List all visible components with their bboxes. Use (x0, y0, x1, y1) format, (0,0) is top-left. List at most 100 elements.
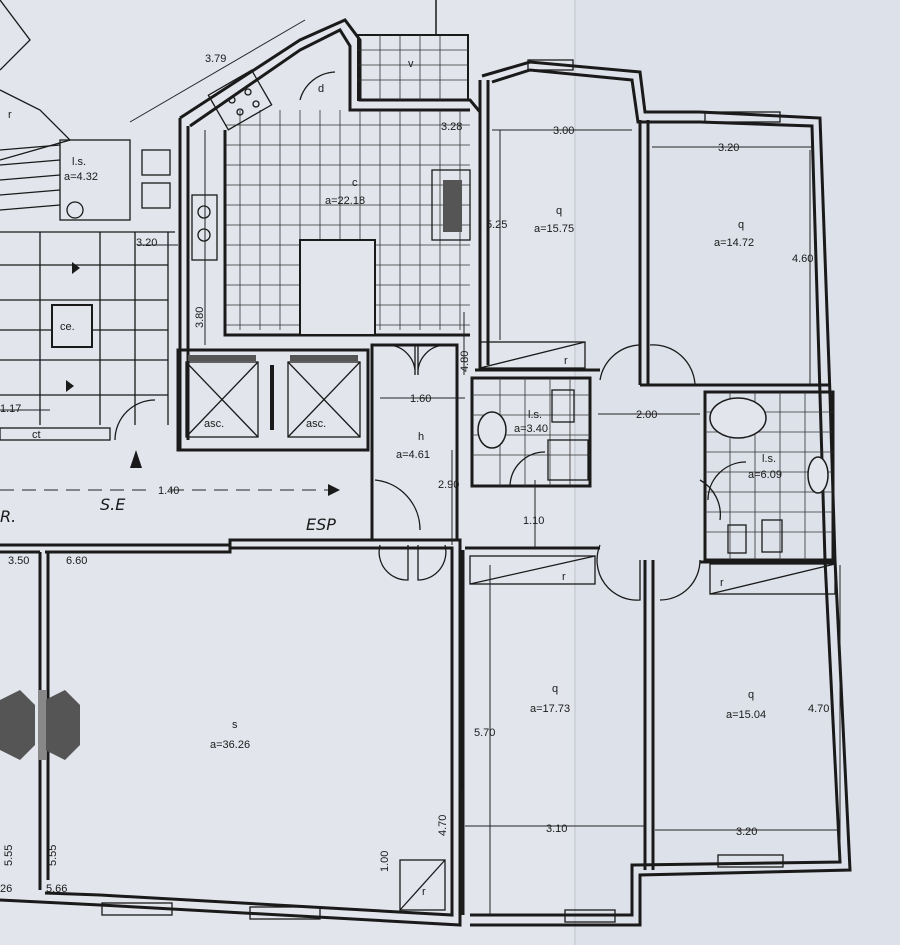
window (564, 909, 616, 923)
bed3-area: a=17.73 (530, 703, 570, 715)
elevator1-code: asc. (204, 418, 224, 430)
bidet-icon (727, 524, 747, 554)
burner-icon (236, 108, 244, 116)
door-arc (649, 344, 696, 386)
door-arc (699, 479, 721, 521)
bath2-area: a=6.09 (748, 469, 782, 481)
dim-470-right: 4.70 (808, 703, 829, 715)
interior-walls: r (101, 59, 836, 923)
stair-area: r l.s. a=4.32 (0, 0, 171, 221)
dim-160: 1.60 (410, 393, 431, 405)
toilet-icon (761, 519, 783, 553)
bath-small-code: l.s. (72, 156, 86, 168)
dim-300: 3.00 (553, 125, 574, 137)
dim-470-left: 4.70 (437, 815, 449, 836)
sink-basin-icon (197, 228, 211, 242)
dim-100: 1.00 (379, 851, 391, 872)
boiler-icon (443, 180, 462, 232)
hall-area: a=4.61 (396, 449, 430, 461)
wardrobe1-code: r (564, 355, 568, 367)
wardrobe (709, 563, 836, 595)
bed1-code: q (556, 205, 562, 217)
stairwell-grid: ce. ct (0, 231, 175, 441)
shower-icon (547, 439, 589, 481)
arrow-icon (72, 262, 80, 274)
ct-code: ct (32, 429, 41, 441)
dim-460: 4.60 (792, 253, 813, 265)
pantry-label: d (318, 83, 324, 95)
bath2-code: l.s. (762, 453, 776, 465)
bathtub-icon (709, 397, 767, 439)
dim-140: 1.40 (158, 485, 179, 497)
arrow-icon (130, 450, 142, 468)
bed4-code: q (748, 689, 754, 701)
door-arc (387, 344, 416, 376)
elevators: asc. asc. (176, 348, 370, 452)
wardrobe (469, 555, 596, 585)
toilet-icon (66, 201, 84, 219)
dim-350: 3.50 (8, 555, 29, 567)
dimension-lines (0, 19, 841, 915)
boiler (431, 169, 471, 241)
bath1-code: l.s. (528, 409, 542, 421)
arrow-icon (328, 484, 340, 496)
bed1-area: a=15.75 (534, 223, 574, 235)
door-arc (659, 559, 701, 601)
entry-door-arc (374, 479, 421, 531)
door-arc (417, 344, 446, 376)
kitchen-area: a=22.18 (325, 195, 365, 207)
closet (399, 859, 446, 911)
bath2: l.s. a=6.09 (703, 390, 835, 562)
esp-annotation: ESP (306, 515, 336, 534)
stair-code: r (8, 109, 12, 121)
dim-555-a: 5.55 (3, 845, 15, 866)
dim-26: 26 (0, 883, 12, 895)
dim-555-b: 5.55 (47, 845, 59, 866)
burner-icon (252, 100, 260, 108)
dim-310: 3.10 (546, 823, 567, 835)
sink-icon (477, 411, 507, 449)
living-code: s (232, 719, 238, 731)
burner-icon (228, 96, 236, 104)
dim-525: 5.25 (486, 219, 507, 231)
toilet-icon (551, 389, 575, 423)
bidet-icon (141, 149, 171, 176)
bed4-area: a=15.04 (726, 709, 766, 721)
chimney: v (357, 0, 469, 101)
dim-660: 6.60 (66, 555, 87, 567)
kitchen-island (299, 239, 376, 336)
living-room: s a=36.26 (0, 690, 250, 760)
bath1: l.s. a=3.40 (470, 376, 592, 488)
wardrobe3-code: r (720, 577, 724, 589)
window (704, 111, 781, 123)
bed2-code: q (738, 219, 744, 231)
dim-379: 3.79 (205, 53, 226, 65)
cooktop (207, 69, 273, 131)
kitchen-code: c (352, 177, 358, 189)
door-arc (596, 544, 641, 601)
dim-110: 1.10 (523, 515, 544, 527)
bath1-area: a=3.40 (514, 423, 548, 435)
bed2-area: a=14.72 (714, 237, 754, 249)
dim-320-bottom: 3.20 (736, 826, 757, 838)
dim-117: 1.17 (0, 403, 21, 415)
door-arc (599, 344, 641, 385)
toilet-icon (141, 182, 171, 209)
arrow-icon (66, 380, 74, 392)
bed3-code: q (552, 683, 558, 695)
hall: h a=4.61 (370, 343, 459, 581)
window (717, 854, 784, 868)
wardrobe2-code: r (562, 571, 566, 583)
sink-basin-icon (197, 205, 211, 219)
door-arc (378, 544, 409, 581)
armchair-icon (0, 690, 35, 760)
window (249, 906, 321, 920)
window (527, 59, 574, 71)
window (101, 902, 173, 916)
burner-icon (244, 88, 252, 96)
dim-570: 5.70 (474, 727, 495, 739)
dim-200: 2.00 (636, 409, 657, 421)
sink-icon (807, 456, 829, 494)
dim-480: 4.80 (459, 351, 471, 372)
